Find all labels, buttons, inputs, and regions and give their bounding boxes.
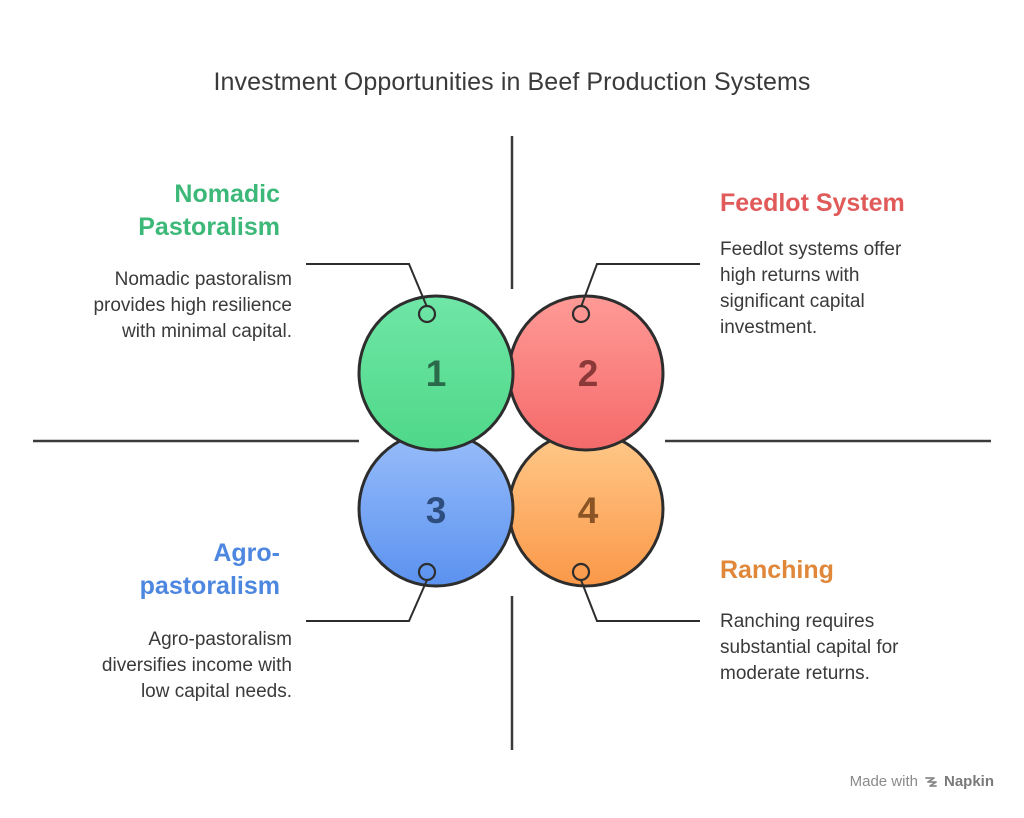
description-ranching: Ranching requires substantial capital fo…	[720, 609, 899, 687]
circle-1	[357, 294, 515, 452]
description-feedlot-system: Feedlot systems offer high returns with …	[720, 237, 901, 341]
heading-line: Pastoralism	[138, 213, 280, 241]
heading-line: Nomadic	[174, 180, 280, 208]
diagram-title: Investment Opportunities in Beef Product…	[213, 68, 811, 96]
circle-number-3: 3	[426, 490, 447, 531]
connector-1	[306, 263, 428, 308]
heading-line: Ranching	[720, 556, 834, 584]
description-line: provides high resilience	[93, 295, 292, 316]
made-with-label: Made with	[849, 773, 918, 790]
description-nomadic-pastoralism: Nomadic pastoralism provides high resili…	[93, 267, 292, 345]
circle-number-1: 1	[426, 353, 447, 394]
napkin-logo-icon	[925, 776, 937, 787]
heading-line: pastoralism	[139, 572, 280, 600]
description-line: significant capital	[720, 291, 865, 312]
description-line: with minimal capital.	[122, 321, 292, 342]
description-agro-pastoralism: Agro-pastoralism diversifies income with…	[102, 627, 292, 705]
connector-dot-4	[571, 562, 591, 582]
description-line: Ranching requires	[720, 611, 875, 632]
heading-line: Agro-	[213, 539, 280, 567]
description-line: substantial capital for	[720, 637, 899, 658]
made-with-napkin-footer: Made with Napkin	[850, 773, 994, 790]
napkin-brand: Napkin	[943, 773, 994, 790]
connector-3	[306, 579, 428, 622]
heading-feedlot-system: Feedlot System	[720, 187, 905, 220]
heading-agro-pastoralism: Agro- pastoralism	[140, 537, 280, 603]
circle-number-4: 4	[578, 490, 599, 531]
description-line: Feedlot systems offer	[720, 239, 902, 260]
description-line: Nomadic pastoralism	[114, 269, 292, 290]
heading-nomadic-pastoralism: Nomadic Pastoralism	[138, 178, 280, 244]
description-line: Agro-pastoralism	[148, 629, 292, 650]
description-line: diversifies income with	[101, 655, 292, 676]
circle-number-2: 2	[578, 353, 599, 394]
description-line: moderate returns.	[720, 663, 870, 684]
heading-line: Feedlot System	[720, 189, 905, 217]
description-line: low capital needs.	[140, 681, 292, 702]
connector-dot-1	[417, 304, 437, 324]
description-line: investment.	[720, 317, 818, 338]
heading-ranching: Ranching	[720, 554, 834, 587]
description-line: high returns with	[720, 265, 860, 286]
connector-4	[580, 579, 700, 622]
connector-dot-3	[417, 562, 437, 582]
connector-2	[580, 263, 700, 308]
connector-dot-2	[571, 304, 591, 324]
